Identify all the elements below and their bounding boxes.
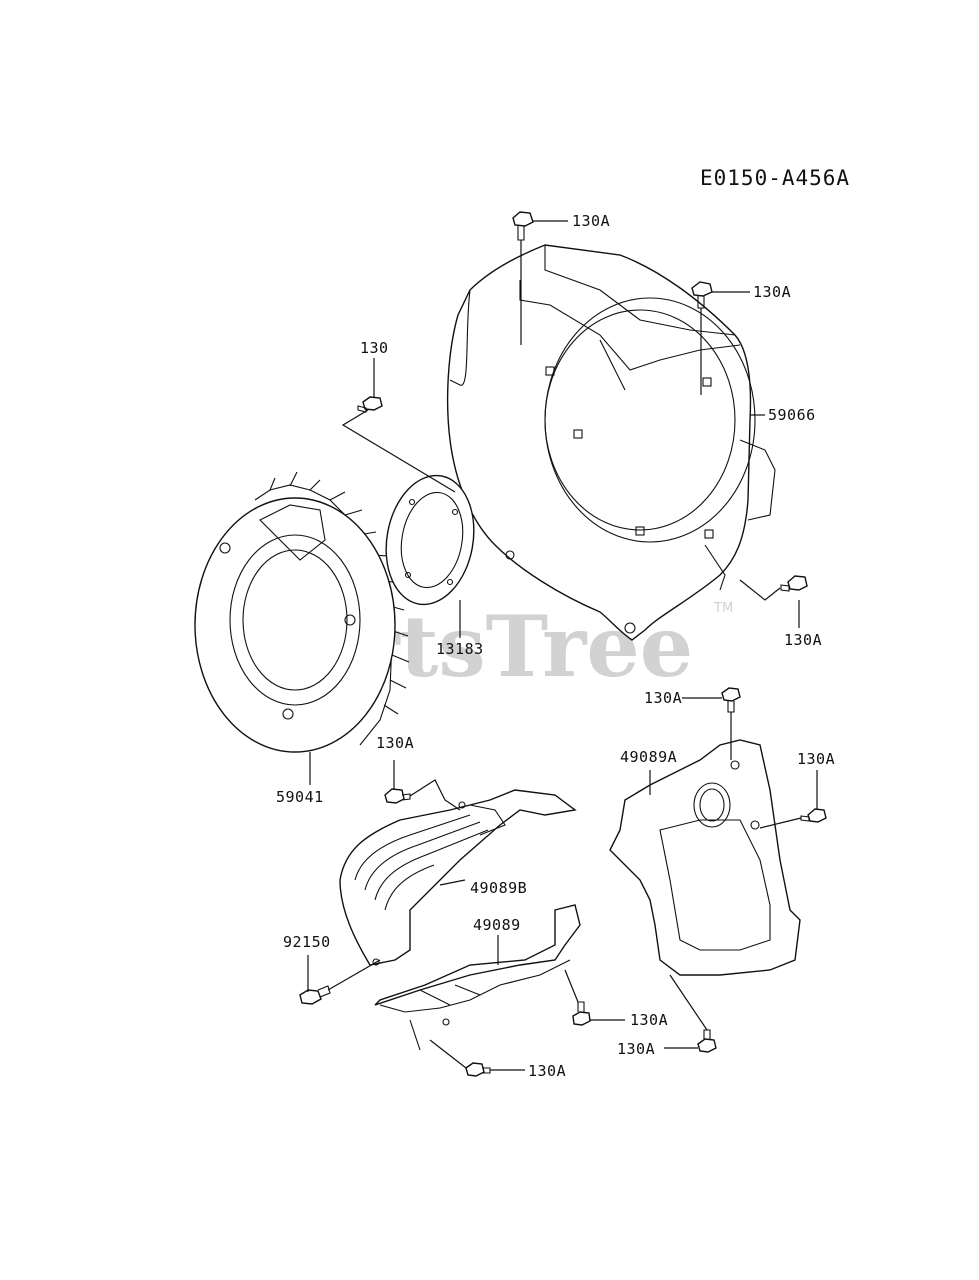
flywheel-fan-part[interactable] [194,471,410,753]
cover-a-part[interactable] [609,739,801,976]
label-housing: 59066 [768,406,816,424]
label-bolt-cover-right: 130A [797,750,835,768]
label-guide: 49089 [473,916,521,934]
label-bolt-top: 130A [572,212,610,230]
screw-icon[interactable] [299,985,331,1005]
label-bolt-housing-lower: 130A [784,631,822,649]
label-gasket: 13183 [436,640,484,658]
leader-lines [307,220,818,1071]
label-bolt-cover-bottom: 130A [617,1040,655,1058]
bolt-guide-right-icon[interactable] [572,1001,591,1026]
bolt-top-icon[interactable] [512,211,534,241]
label-screw: 92150 [283,933,331,951]
bolt-housing-lower-icon[interactable] [780,575,808,592]
label-cover-a: 49089A [620,748,677,766]
diagram-code: E0150-A456A [700,166,850,190]
trademark-mark: TM [713,601,733,616]
air-guide-b-part[interactable] [339,789,577,966]
label-bolt-left: 130 [360,339,389,357]
label-bolt-guide-b: 130A [376,734,414,752]
gasket-part[interactable] [376,469,483,612]
part-labels: 130A 130A 130 59066 13183 130A 59041 130… [276,212,835,1080]
label-bolt-guide-right: 130A [630,1011,668,1029]
bolt-cover-top-icon[interactable] [721,687,741,713]
label-guide-b: 49089B [470,879,527,897]
bolt-left-icon[interactable] [357,396,383,413]
label-bolt-guide-bottom: 130A [528,1062,566,1080]
label-bolt-upper-right: 130A [753,283,791,301]
bolt-cover-right-icon[interactable] [800,808,827,823]
bolt-cover-bottom-icon[interactable] [697,1029,717,1053]
label-bolt-cover-top: 130A [644,689,682,707]
bolt-guide-bottom-icon[interactable] [465,1062,491,1077]
bolt-guide-b-icon[interactable] [384,788,411,804]
air-guide-part[interactable] [374,904,581,1051]
blower-housing-part[interactable] [446,244,776,641]
bolts [299,211,827,1077]
label-flywheel-fan: 59041 [276,788,324,806]
